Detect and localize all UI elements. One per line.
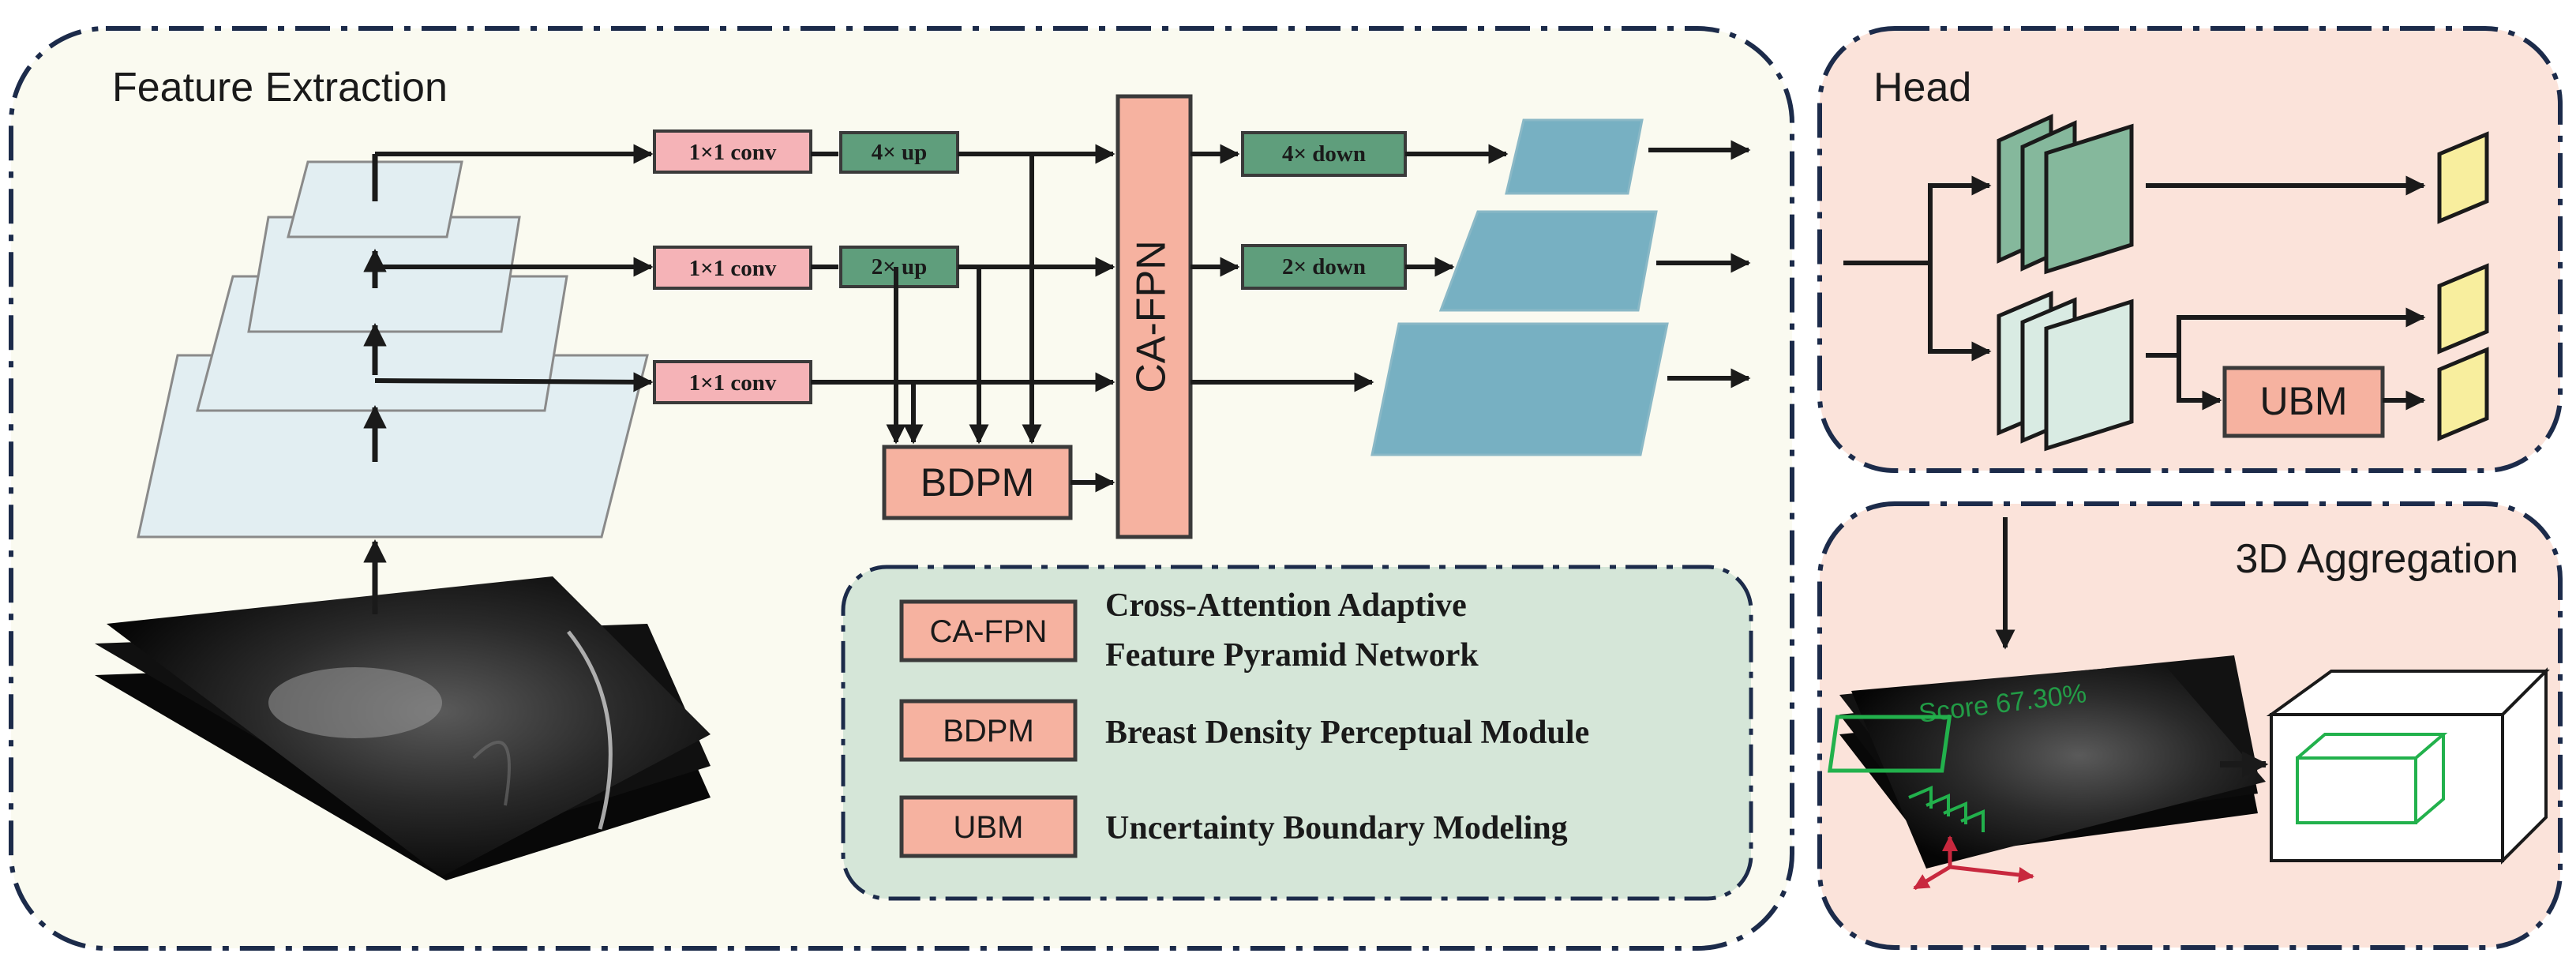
reg-to-ubm — [2177, 355, 2222, 411]
volume-cube — [2266, 667, 2550, 865]
reg-split — [2146, 307, 2426, 358]
ca-fpn-label: CA-FPN — [1129, 240, 1175, 393]
legend-abbr-bdpm: BDPM — [943, 714, 1034, 749]
head-branch-bottom — [1928, 263, 1992, 362]
tissue-texture — [472, 741, 511, 806]
conv-1x1-mid-label: 1×1 conv — [689, 256, 777, 281]
up-4x-block: 4× up — [839, 131, 959, 174]
detected-3d-box — [2296, 733, 2448, 824]
prediction-cls — [2437, 131, 2489, 224]
det-slice-1 — [1851, 663, 2266, 869]
down-4x-block: 4× down — [1241, 131, 1407, 177]
bdpm-block: BDPM — [882, 445, 1073, 520]
down-2x-label: 2× down — [1282, 254, 1366, 280]
conv-1x1-mid: 1×1 conv — [653, 246, 812, 290]
conv-1x1-top-label: 1×1 conv — [689, 140, 777, 165]
head-title: Head — [1873, 65, 1971, 111]
prediction-reg — [2437, 263, 2489, 355]
legend-desc-ubm: Uncertainty Boundary Modeling — [1105, 810, 1568, 846]
up-2x-label: 2× up — [872, 254, 928, 280]
conv-1x1-top: 1×1 conv — [653, 129, 812, 174]
tissue-blob — [268, 667, 442, 738]
prediction-uncertainty — [2437, 347, 2489, 441]
up-4x-label: 4× up — [872, 140, 928, 165]
down-4x-label: 4× down — [1282, 141, 1366, 167]
head-reg-features — [1997, 291, 2134, 452]
ubm-label: UBM — [2259, 379, 2347, 423]
ca-fpn-block: CA-FPN — [1116, 94, 1193, 539]
feature-extraction-title: Feature Extraction — [112, 65, 448, 111]
head-cls-features — [1997, 114, 2134, 275]
legend-abbr-ca-fpn: CA-FPN — [930, 614, 1048, 649]
legend-item-bdpm: BDPM Breast Density Perceptual Module — [899, 699, 1589, 762]
input-slice-stack — [95, 576, 711, 880]
detection-stack-marks — [1908, 785, 1985, 832]
ubm-block: UBM — [2222, 366, 2385, 438]
axes-icon — [1913, 835, 2034, 891]
backbone-pyramid — [137, 160, 649, 539]
up-2x-block: 2× up — [839, 246, 959, 288]
legend-desc-ca-fpn-line1: Cross-Attention Adaptive — [1105, 587, 1467, 624]
legend-desc-ca-fpn-line2: Feature Pyramid Network — [1105, 637, 1479, 674]
aggregation-title: 3D Aggregation — [2236, 536, 2519, 582]
detection-slice-stack: Score 67.30% — [1827, 655, 2266, 869]
legend-desc-bdpm: Breast Density Perceptual Module — [1105, 715, 1589, 751]
output-feature-3 — [1370, 322, 1669, 456]
conv-1x1-low: 1×1 conv — [653, 360, 812, 404]
output-feature-1 — [1505, 118, 1644, 195]
detection-box — [1827, 715, 1952, 773]
legend-abbr-ubm: UBM — [954, 810, 1024, 845]
legend-item-ca-fpn: CA-FPN Cross-Attention Adaptive Feature … — [899, 587, 1479, 674]
lateral-level-3 — [374, 372, 654, 392]
down-2x-block: 2× down — [1241, 244, 1407, 290]
conv-1x1-low-label: 1×1 conv — [689, 370, 777, 396]
tissue-edge — [567, 630, 613, 830]
bdpm-label: BDPM — [921, 460, 1034, 505]
legend-item-ubm: UBM Uncertainty Boundary Modeling — [899, 795, 1568, 858]
output-feature-2 — [1438, 210, 1658, 312]
head-branch-top — [1928, 175, 1992, 263]
